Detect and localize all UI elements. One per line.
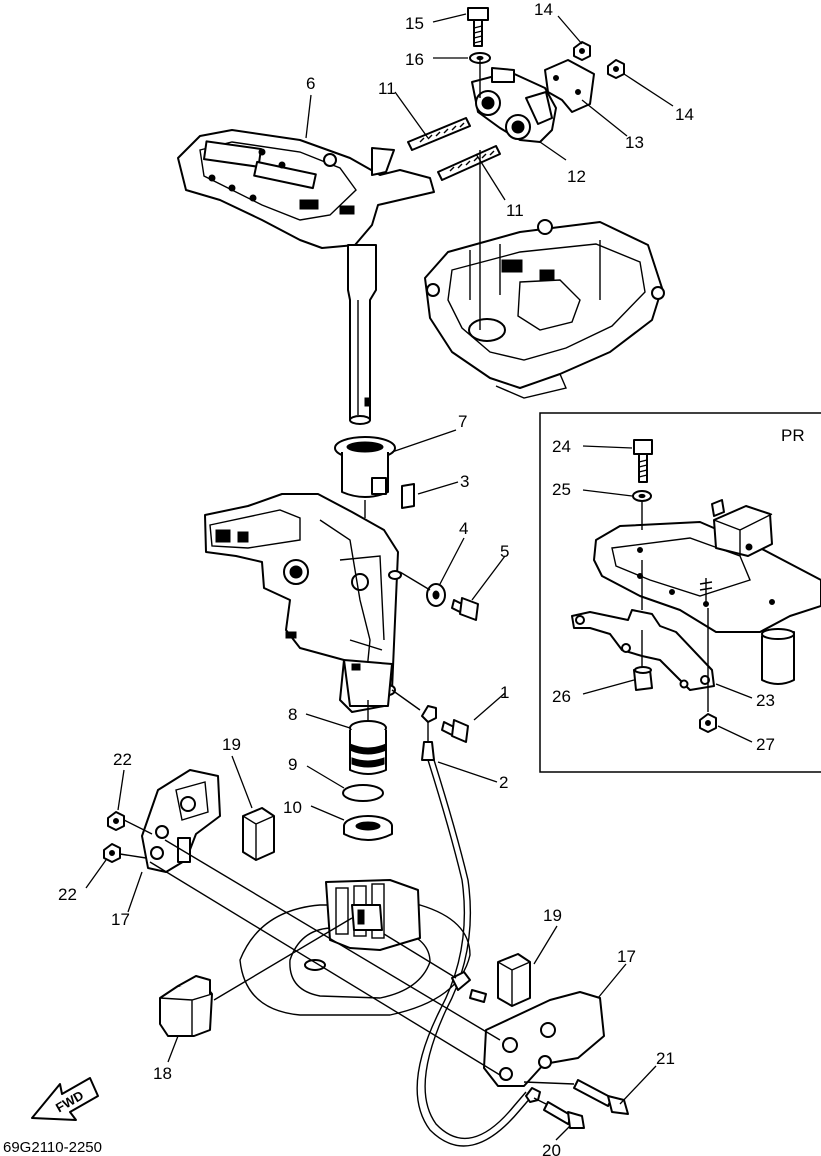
callout-19-right: 19 bbox=[543, 906, 562, 925]
mount-bracket-13 bbox=[544, 59, 595, 113]
nut-22-upper bbox=[107, 811, 125, 831]
callout-18: 18 bbox=[153, 1064, 172, 1083]
callout-labels: 15 16 14 14 13 12 11 11 6 7 3 4 5 1 2 8 … bbox=[58, 0, 805, 1156]
lower-bracket-17-left bbox=[141, 769, 221, 873]
damper-19-left bbox=[242, 807, 275, 861]
callout-5: 5 bbox=[500, 542, 509, 561]
callout-20: 20 bbox=[542, 1141, 561, 1156]
callout-4: 4 bbox=[459, 519, 468, 538]
inset-pr-box bbox=[539, 412, 821, 773]
nut-22-lower bbox=[103, 843, 121, 863]
bolt-20 bbox=[543, 1101, 585, 1129]
seal-10 bbox=[343, 815, 393, 841]
callout-24: 24 bbox=[552, 437, 571, 456]
damper-19-right bbox=[497, 953, 531, 1007]
lower-mount-housing bbox=[239, 879, 471, 1016]
callout-2: 2 bbox=[499, 773, 508, 792]
o-ring-9 bbox=[342, 784, 384, 802]
callout-11-upper: 11 bbox=[378, 79, 396, 98]
callout-10: 10 bbox=[283, 798, 302, 817]
bushing-4 bbox=[426, 583, 446, 607]
washer-16 bbox=[469, 52, 491, 64]
steering-shaft bbox=[347, 244, 377, 425]
callout-26: 26 bbox=[552, 687, 571, 706]
callout-23: 23 bbox=[756, 691, 775, 710]
nut-14-right bbox=[607, 59, 625, 79]
callout-21: 21 bbox=[656, 1049, 675, 1068]
forward-arrow: FWD bbox=[31, 1077, 99, 1121]
callout-1: 1 bbox=[500, 683, 509, 702]
diagram-code: 69G2110-2250 bbox=[3, 1139, 102, 1156]
collar-8 bbox=[349, 720, 387, 775]
callout-19-left: 19 bbox=[222, 735, 241, 754]
engine-base-housing bbox=[424, 219, 665, 399]
callout-27: 27 bbox=[756, 735, 775, 754]
alignment-lines bbox=[119, 60, 575, 1105]
stud-bolt-11-lower bbox=[437, 145, 501, 181]
bolt-21 bbox=[573, 1079, 629, 1115]
plate-3 bbox=[401, 483, 415, 509]
stud-bolt-11-upper bbox=[407, 117, 471, 151]
upper-mount-assembly bbox=[471, 67, 557, 143]
callout-6: 6 bbox=[306, 74, 315, 93]
callout-3: 3 bbox=[460, 472, 469, 491]
callout-7: 7 bbox=[458, 412, 467, 431]
bolt-15 bbox=[467, 7, 489, 47]
callout-11-lower: 11 bbox=[506, 201, 524, 220]
inset-title: PR bbox=[781, 426, 805, 445]
bushing-7 bbox=[334, 436, 396, 498]
leader-lines bbox=[85, 13, 674, 1141]
bolt-5 bbox=[451, 597, 479, 621]
bolt-1 bbox=[441, 719, 469, 743]
steering-bracket-6 bbox=[177, 129, 435, 249]
callout-13: 13 bbox=[625, 133, 644, 152]
callout-8: 8 bbox=[288, 705, 297, 724]
ground-bolt-small bbox=[451, 971, 487, 1003]
lower-bracket-17-right bbox=[483, 991, 605, 1087]
ground-lead-2 bbox=[416, 705, 541, 1147]
callout-9: 9 bbox=[288, 755, 297, 774]
callout-12: 12 bbox=[567, 167, 586, 186]
callout-22-lower: 22 bbox=[58, 885, 77, 904]
callout-14-upper: 14 bbox=[534, 0, 553, 19]
callout-17-left: 17 bbox=[111, 910, 130, 929]
callout-16: 16 bbox=[405, 50, 424, 69]
callout-14-right: 14 bbox=[675, 105, 694, 124]
callout-17-right: 17 bbox=[617, 947, 636, 966]
callout-22-upper: 22 bbox=[113, 750, 132, 769]
damper-18 bbox=[159, 975, 213, 1037]
callout-25: 25 bbox=[552, 480, 571, 499]
swivel-bracket bbox=[204, 493, 402, 713]
nut-14-upper bbox=[573, 41, 591, 61]
callout-15: 15 bbox=[405, 14, 424, 33]
